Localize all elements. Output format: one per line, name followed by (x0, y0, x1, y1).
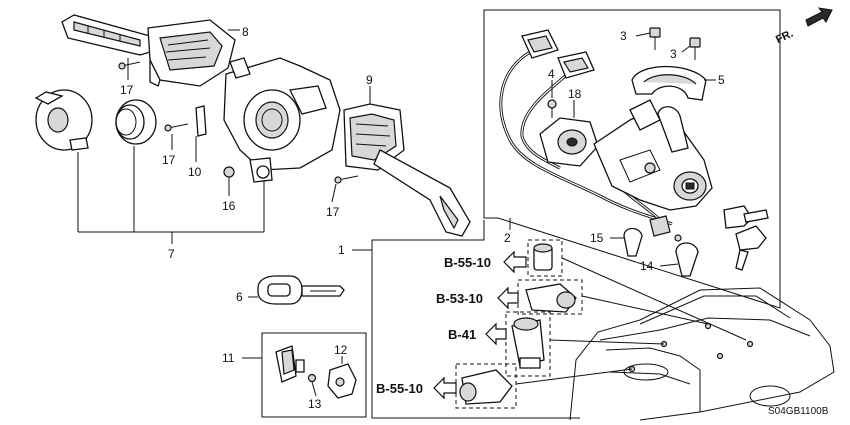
callout-2: 2 (504, 231, 511, 245)
screw-17-lower[interactable] (334, 175, 359, 184)
leader-lines-left (127, 29, 371, 203)
group-box-11 (242, 332, 367, 418)
reference-arrow-3 (485, 322, 507, 346)
callout-3a: 3 (620, 29, 627, 43)
key-blank-6[interactable] (248, 275, 345, 305)
diagram-code: S04GB1100B (768, 406, 829, 417)
screw-4[interactable] (547, 80, 557, 118)
vehicle-outline (569, 287, 835, 421)
callout-15: 15 (590, 231, 604, 245)
screw-17-upper[interactable] (118, 61, 141, 70)
callout-6: 6 (236, 290, 243, 304)
ignition-keys[interactable] (723, 205, 769, 271)
callout-17-upper: 17 (120, 83, 134, 97)
callout-16: 16 (222, 199, 236, 213)
ignition-switch-18[interactable] (539, 100, 599, 167)
harness-clip-14[interactable] (659, 242, 699, 277)
wiper-switch-9[interactable] (343, 103, 471, 237)
ignition-set-frame (371, 9, 781, 419)
cable-reel-body[interactable] (223, 57, 341, 183)
callout-17-lower: 17 (326, 205, 340, 219)
screw-13[interactable] (307, 373, 317, 397)
callout-18: 18 (568, 87, 582, 101)
callout-10: 10 (188, 165, 202, 179)
shear-bolt-3a[interactable] (635, 27, 661, 50)
part-number-callouts: 8 17 17 10 16 9 17 7 6 11 12 13 1 2 3 3 … (120, 25, 725, 411)
clamp-5[interactable] (631, 65, 716, 101)
callout-7: 7 (168, 247, 175, 261)
front-direction-arrow (805, 7, 833, 27)
front-direction-label: FR. (774, 28, 795, 46)
steering-lock-body[interactable] (593, 99, 713, 211)
callout-12: 12 (334, 343, 348, 357)
reference-b-41: B-41 (448, 327, 476, 342)
contact-ring[interactable] (115, 99, 157, 145)
combination-switch-lever-8[interactable] (61, 14, 236, 87)
reference-arrow-1 (503, 250, 527, 274)
callout-1: 1 (338, 243, 345, 257)
callout-4: 4 (548, 67, 555, 81)
callout-17-middle: 17 (162, 153, 176, 167)
clip-10[interactable] (195, 105, 207, 137)
callout-14: 14 (640, 259, 654, 273)
reference-arrow-2 (497, 286, 519, 310)
callout-5: 5 (718, 73, 725, 87)
leader-lines-right (352, 218, 511, 251)
location-leader-lines (515, 257, 747, 385)
harness-connector-a[interactable] (521, 29, 559, 59)
reference-arrow-4 (433, 376, 457, 400)
callout-7-bracket (77, 146, 265, 244)
harness-clip-15[interactable] (610, 227, 643, 257)
screw-17-middle[interactable] (164, 123, 189, 132)
bracket-12[interactable] (327, 356, 357, 399)
trunk-lock-cylinder-ref3[interactable] (505, 311, 551, 377)
reference-b-55-10-lower: B-55-10 (376, 381, 423, 396)
callout-13: 13 (308, 397, 322, 411)
callout-8: 8 (242, 25, 249, 39)
reference-labels: B-55-10 B-53-10 B-41 B-55-10 (376, 255, 491, 396)
door-lock-cylinder-ref1[interactable] (527, 239, 563, 277)
harness-connector-b[interactable] (557, 51, 595, 79)
switch-assembly-11[interactable] (275, 345, 305, 383)
reference-b-53-10: B-53-10 (436, 291, 483, 306)
cancel-sleeve[interactable] (34, 89, 93, 151)
callout-9: 9 (366, 73, 373, 87)
callout-3b: 3 (670, 47, 677, 61)
harness-connector-c[interactable] (649, 215, 682, 242)
tailgate-lock-cylinder-ref4[interactable] (455, 363, 517, 409)
shear-bolt-3b[interactable] (681, 37, 701, 60)
door-lock-cylinder-ref2[interactable] (517, 279, 583, 315)
callout-11: 11 (222, 351, 235, 365)
screw-16[interactable] (223, 166, 235, 190)
reference-b-55-10-upper: B-55-10 (444, 255, 491, 270)
